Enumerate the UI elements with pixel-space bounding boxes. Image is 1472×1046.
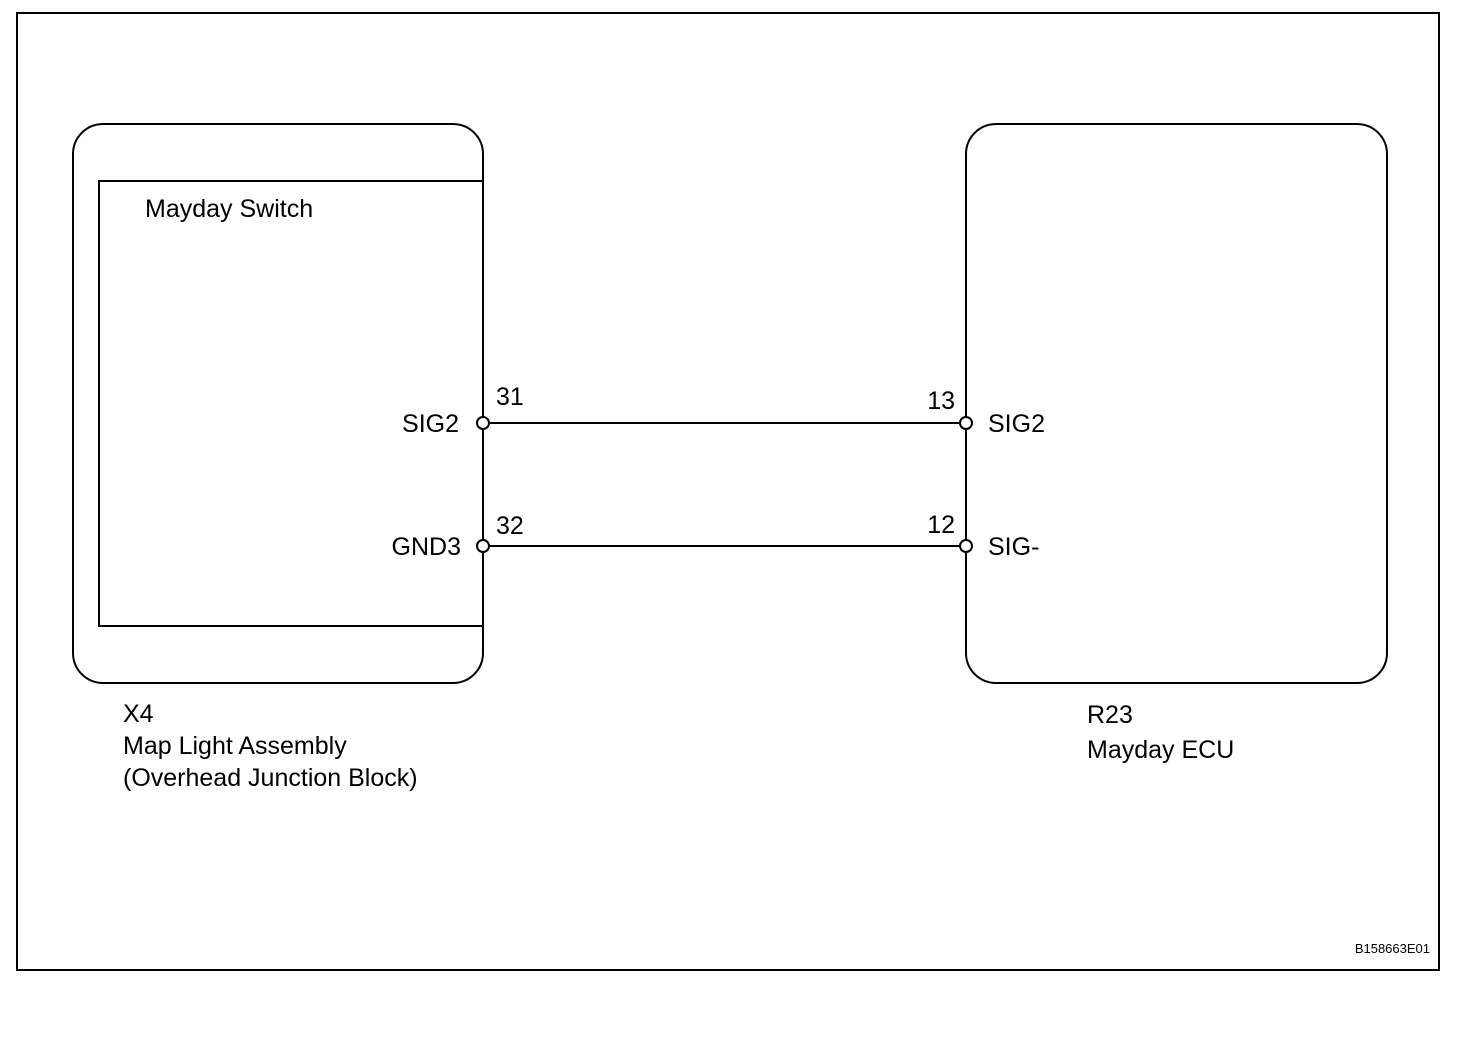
left-connector-code: X4	[123, 700, 154, 728]
mayday-switch-label: Mayday Switch	[145, 195, 313, 223]
pin-32	[476, 539, 490, 553]
right-terminal-sig-minus-label: SIG-	[988, 533, 1039, 561]
pin-12	[959, 539, 973, 553]
left-component-subname: (Overhead Junction Block)	[123, 764, 418, 792]
right-connector-code: R23	[1087, 701, 1133, 729]
pin-31-label: 31	[496, 383, 524, 411]
map-light-assembly-box	[72, 123, 484, 684]
left-terminal-sig2-label: SIG2	[402, 410, 459, 438]
diagram-frame	[16, 12, 1440, 971]
left-component-name: Map Light Assembly	[123, 732, 347, 760]
pin-12-label: 12	[927, 511, 955, 539]
mayday-switch-box	[98, 180, 483, 627]
right-component-name: Mayday ECU	[1087, 736, 1234, 764]
mayday-ecu-box	[965, 123, 1388, 684]
pin-13	[959, 416, 973, 430]
pin-31	[476, 416, 490, 430]
pin-32-label: 32	[496, 512, 524, 540]
pin-13-label: 13	[927, 387, 955, 415]
left-terminal-gnd3-label: GND3	[392, 533, 461, 561]
right-terminal-sig2-label: SIG2	[988, 410, 1045, 438]
figure-id: B158663E01	[1355, 941, 1430, 956]
